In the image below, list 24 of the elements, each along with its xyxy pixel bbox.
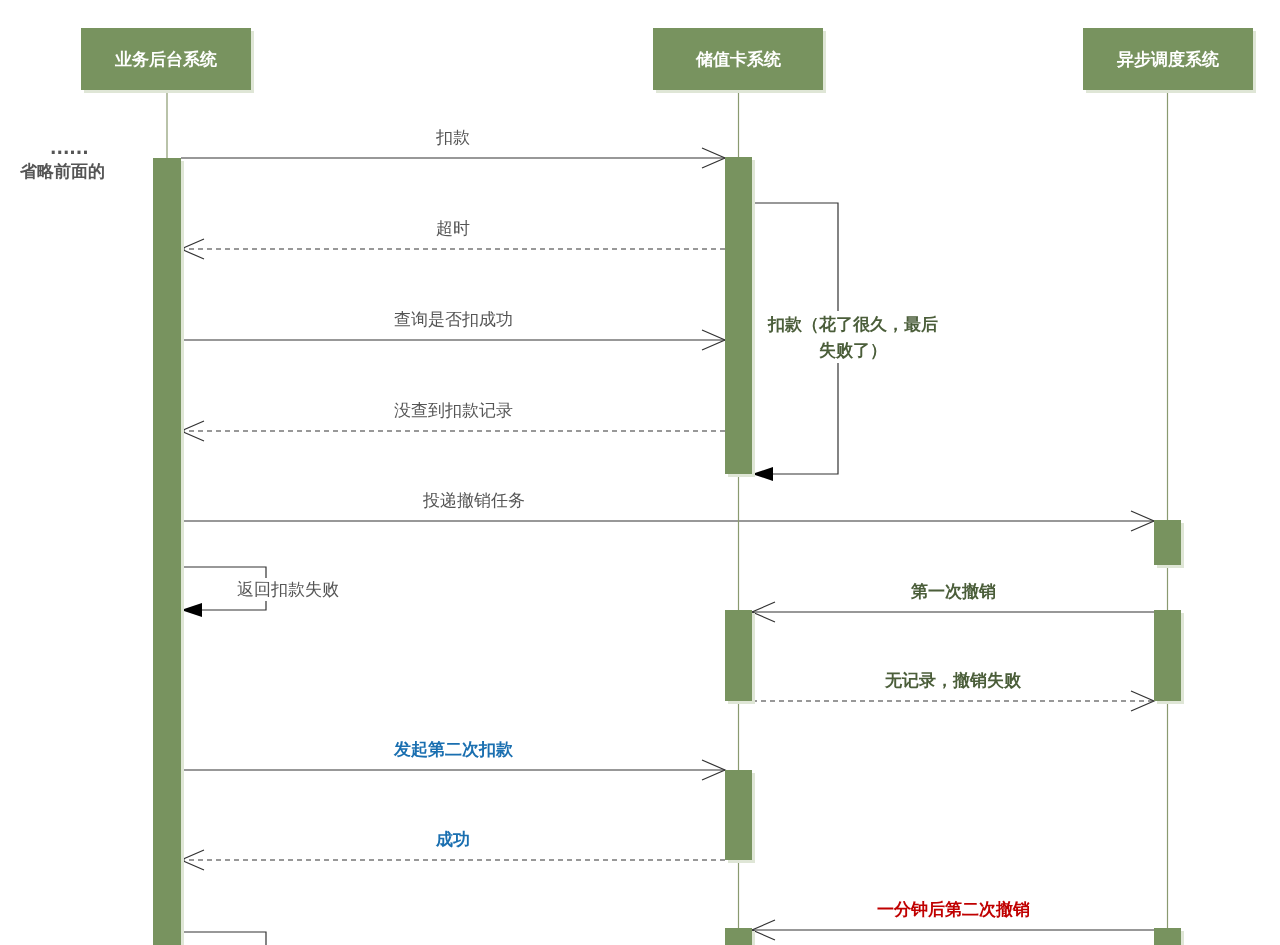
participant-box: 异步调度系统	[1083, 28, 1253, 90]
edge-label: 投递撤销任务	[420, 489, 527, 512]
participant-box: 业务后台系统	[81, 28, 251, 90]
participant-box: 储值卡系统	[653, 28, 823, 90]
activation-bar	[1154, 520, 1181, 565]
edge-label: 发起第二次扣款	[391, 738, 515, 761]
edge-label: 查询是否扣成功	[391, 308, 515, 331]
arrow	[751, 601, 1155, 623]
activation-bar	[1154, 610, 1181, 701]
edge-label: 扣款	[434, 126, 472, 149]
edge-label: 第一次撤销	[908, 580, 998, 603]
edge-label: 超时	[434, 217, 472, 240]
edge-label: 返回扣款失败	[235, 577, 341, 601]
arrow	[751, 919, 1155, 941]
activation-bar	[153, 158, 181, 945]
arrow	[180, 147, 726, 169]
activation-bar	[725, 770, 752, 860]
edge-label: 成功	[434, 828, 472, 851]
edge-label: 没查到扣款记录	[391, 399, 515, 422]
note-text: 省略前面的	[18, 160, 107, 183]
activation-bar	[725, 157, 752, 474]
edge-label: 无记录，撤销失败	[883, 669, 1023, 692]
activation-bar	[725, 610, 752, 701]
edge-label: 一分钟后第二次撤销	[874, 898, 1032, 921]
